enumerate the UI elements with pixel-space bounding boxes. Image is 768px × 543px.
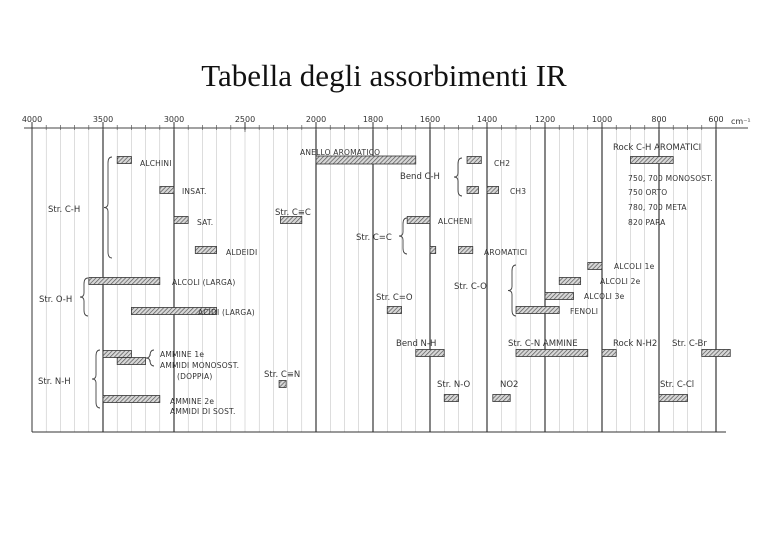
absorption-bar — [159, 186, 175, 194]
label-acidi-larga: ACIDI (LARGA) — [198, 308, 255, 317]
label-str-ch: Str. C-H — [48, 205, 80, 215]
brace-str-nh — [91, 349, 101, 409]
absorption-bar — [386, 306, 402, 314]
brace-str-co — [507, 264, 517, 317]
label-ch2: CH2 — [494, 159, 510, 168]
labels: Str. C-H ALCHINI INSAT. SAT. ALDEIDI Str… — [38, 143, 713, 416]
absorption-bar — [466, 186, 479, 194]
braces — [79, 156, 517, 409]
brace-str-ch — [103, 156, 113, 259]
label-bend-ch: Bend C-H — [400, 172, 440, 182]
label-750-700-mono: 750, 700 MONOSOST. — [628, 174, 713, 183]
tick-label: 800 — [651, 115, 666, 124]
label-str-cn-ammine: Str. C-N AMMINE — [508, 339, 578, 349]
label-str-co: Str. C-O — [454, 282, 487, 292]
absorption-bar — [544, 292, 574, 300]
label-rock-ch: Rock C-H AROMATICI — [613, 143, 701, 153]
label-alcoli1: ALCOLI 1e — [614, 262, 655, 271]
chart-title: Tabella degli assorbimenti IR — [201, 58, 567, 93]
label-ammine1: AMMINE 1e — [160, 350, 204, 359]
brace-bend-ch — [453, 157, 463, 197]
label-820-para: 820 PARA — [628, 218, 666, 227]
absorption-bar — [406, 216, 431, 224]
brace-str-cc — [398, 217, 408, 255]
absorption-bar — [429, 246, 437, 254]
absorption-bar — [458, 246, 474, 254]
label-aromatici: AROMATICI — [484, 248, 527, 257]
absorption-bar — [492, 394, 511, 402]
label-alcoli-larga: ALCOLI (LARGA) — [172, 278, 236, 287]
label-str-cbr: Str. C-Br — [672, 339, 707, 349]
tick-label: 2500 — [235, 115, 255, 124]
label-fenoli: FENOLI — [570, 307, 598, 316]
label-anello: ANELLO AROMATICO — [300, 148, 380, 157]
absorption-bar — [630, 156, 674, 164]
absorption-bar — [486, 186, 500, 194]
label-ch3: CH3 — [510, 187, 526, 196]
tick-label: 3500 — [93, 115, 113, 124]
label-doppia: (DOPPIA) — [177, 372, 213, 381]
label-no2: NO2 — [500, 380, 518, 390]
label-ammine2: AMMINE 2e — [170, 397, 214, 406]
label-ammidi-mono: AMMIDI MONOSOST. — [160, 361, 239, 370]
absorption-bar — [280, 216, 303, 224]
absorption-bar — [558, 277, 582, 285]
label-rock-nh2: Rock N-H2 — [613, 339, 657, 349]
absorption-bar — [601, 349, 617, 357]
absorption-bar — [88, 277, 161, 285]
tick-label: 3000 — [164, 115, 184, 124]
label-str-oh: Str. O-H — [39, 295, 72, 305]
tick-label: 1000 — [592, 115, 612, 124]
tick-label: 2000 — [306, 115, 326, 124]
label-bend-nh: Bend N-H — [396, 339, 436, 349]
absorption-bar — [315, 155, 417, 165]
unit-label: cm⁻¹ — [731, 117, 751, 126]
label-750-orto: 750 ORTO — [628, 188, 667, 197]
absorption-bar — [130, 307, 217, 315]
label-sat: SAT. — [197, 218, 213, 227]
label-str-no: Str. N-O — [437, 380, 471, 390]
axis: 4000 3500 3000 2500 2000 1800 1600 1400 1200 1000… — [22, 115, 751, 132]
label-alchini: ALCHINI — [140, 159, 172, 168]
absorption-bar — [278, 380, 287, 388]
absorption-bar — [102, 395, 161, 403]
label-str-cc-double: Str. C=C — [356, 233, 392, 243]
tick-label: 1200 — [535, 115, 555, 124]
brace-str-oh — [79, 277, 89, 317]
tick-label: 1800 — [363, 115, 383, 124]
label-ammidi-di: AMMIDI DI SOST. — [170, 407, 236, 416]
label-alcheni: ALCHENI — [438, 217, 472, 226]
brace-ammine1 — [145, 349, 155, 367]
absorption-bar — [515, 349, 589, 357]
label-str-cn-triple: Str. C≡N — [264, 370, 300, 380]
absorption-bar — [102, 350, 132, 358]
bars — [88, 155, 731, 403]
label-str-ccl: Str. C-Cl — [660, 380, 694, 390]
label-insat: INSAT. — [182, 187, 207, 196]
absorption-bar — [466, 156, 482, 164]
tick-label: 600 — [708, 115, 723, 124]
label-alcoli2: ALCOLI 2e — [600, 277, 641, 286]
absorption-bar — [116, 357, 146, 365]
tick-label: 1600 — [420, 115, 440, 124]
tick-label: 1400 — [477, 115, 497, 124]
label-str-co-double: Str. C=O — [376, 293, 413, 303]
absorption-bar — [587, 262, 603, 270]
label-str-cc-triple: Str. C≡C — [275, 208, 311, 218]
absorption-bar — [701, 349, 731, 357]
label-aldeidi: ALDEIDI — [226, 248, 257, 257]
absorption-bar — [116, 156, 132, 164]
label-str-nh: Str. N-H — [38, 377, 71, 387]
absorption-bar — [658, 394, 688, 402]
absorption-bar — [194, 246, 218, 254]
label-780-700-meta: 780, 700 META — [628, 203, 687, 212]
label-alcoli3: ALCOLI 3e — [584, 292, 625, 301]
absorption-bar — [515, 306, 560, 314]
tick-label: 4000 — [22, 115, 42, 124]
absorption-bar — [173, 216, 189, 224]
absorption-bar — [443, 394, 459, 402]
absorption-bar — [415, 349, 445, 357]
